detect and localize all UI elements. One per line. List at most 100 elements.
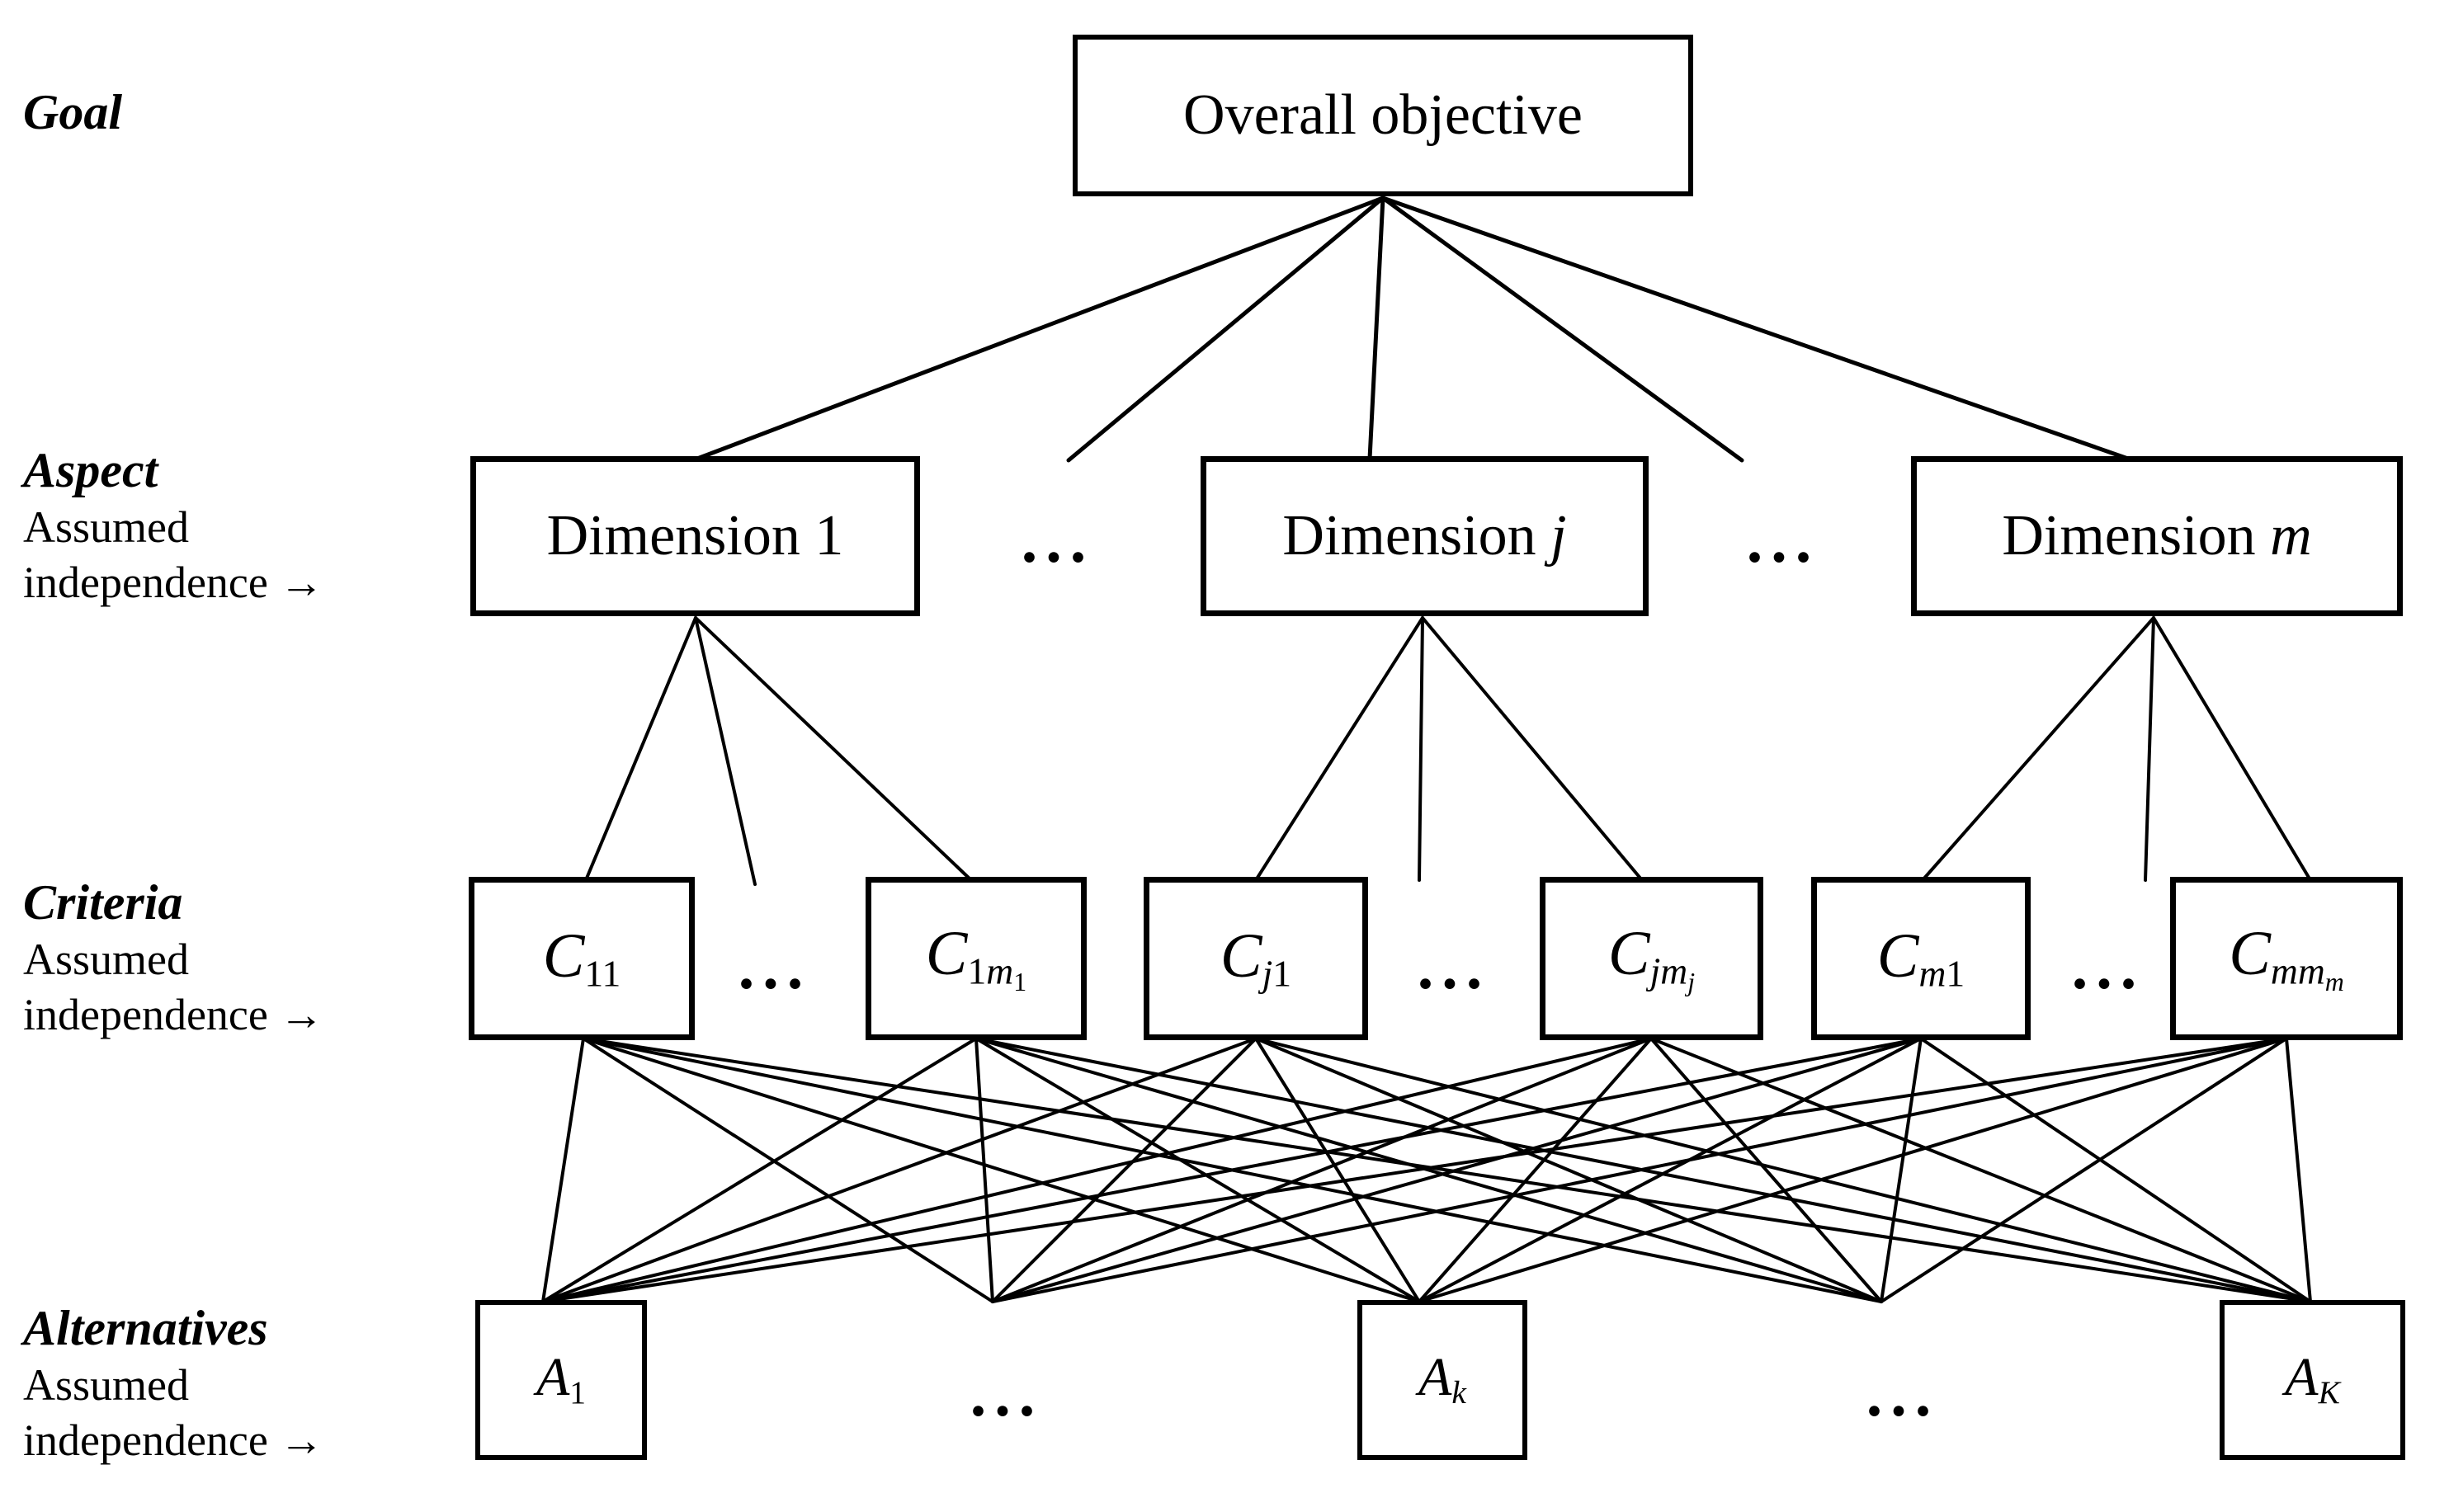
row-label-criteria-heading: Criteria bbox=[23, 875, 183, 930]
label-segment: Dimension bbox=[2002, 504, 2271, 568]
node-label-goal: Overall objective bbox=[1183, 87, 1583, 144]
edge-cm1-bottom-to-a1-top bbox=[541, 1037, 1923, 1303]
edge-cmmm-bottom-to-alt-gap-left bbox=[991, 1037, 2288, 1303]
edge-cj1-bottom-to-aK-top bbox=[1254, 1037, 2312, 1303]
row-label-alternatives-line-2: independence → bbox=[23, 1415, 324, 1465]
label-segment: Overall objective bbox=[1183, 83, 1583, 147]
node-box-dimm: Dimension m bbox=[1911, 456, 2403, 616]
edge-goal-bottom-to-dim-gap-right bbox=[1380, 195, 1744, 463]
label-segment: m bbox=[2324, 967, 2344, 996]
row-label-criteria-line-2: independence → bbox=[23, 990, 324, 1039]
node-box-ak: Ak bbox=[1357, 1300, 1527, 1460]
edge-cjmj-bottom-to-alt-gap-left bbox=[991, 1037, 1653, 1303]
ellipsis-dots-dim-2: ... bbox=[1746, 504, 1820, 576]
edge-dimj-bottom-to-cj1-top bbox=[1254, 616, 1424, 882]
node-box-c1m1: C1m1 bbox=[866, 877, 1087, 1040]
row-label-criteria: Criteria Assumed independence → bbox=[23, 873, 323, 1043]
edge-cmmm-bottom-to-alt-gap-right bbox=[1880, 1037, 2288, 1303]
edge-c11-bottom-to-aK-top bbox=[582, 1037, 2312, 1303]
row-label-goal: Goal bbox=[23, 82, 122, 142]
ellipsis-dots-alt-2: ... bbox=[1866, 1358, 1940, 1430]
label-segment: k bbox=[1451, 1374, 1466, 1411]
edge-c1m1-bottom-to-ak-top bbox=[974, 1037, 1421, 1303]
node-label-c1m1: C1m1 bbox=[926, 922, 1026, 996]
label-segment: mm bbox=[2270, 949, 2325, 992]
node-label-aK: AK bbox=[2285, 1350, 2340, 1409]
label-segment: 1 bbox=[1946, 952, 1965, 995]
label-segment: m bbox=[2270, 504, 2312, 568]
edge-cm1-bottom-to-alt-gap-left bbox=[991, 1037, 1923, 1303]
edge-cm1-bottom-to-alt-gap-right bbox=[1880, 1037, 1923, 1303]
edge-cjmj-bottom-to-ak-top bbox=[1418, 1037, 1653, 1303]
edge-cmmm-bottom-to-aK-top bbox=[2285, 1037, 2312, 1303]
ellipsis-dots-cr-3: ... bbox=[2071, 930, 2145, 1002]
edge-c1m1-bottom-to-alt-gap-left bbox=[974, 1037, 994, 1303]
edge-cj1-bottom-to-alt-gap-right bbox=[1254, 1037, 1883, 1303]
label-segment: j bbox=[1687, 967, 1696, 996]
node-box-aK: AK bbox=[2220, 1300, 2405, 1460]
label-segment: 11 bbox=[584, 952, 621, 995]
ellipsis-dots-alt-1: ... bbox=[970, 1358, 1044, 1430]
row-label-criteria-line-1: Assumed bbox=[23, 935, 189, 984]
label-segment: C bbox=[1876, 921, 1919, 991]
row-label-alternatives: Alternatives Assumed independence → bbox=[23, 1298, 323, 1468]
edge-c1m1-bottom-to-alt-gap-right bbox=[974, 1037, 1883, 1303]
label-segment: C bbox=[1607, 918, 1650, 988]
edge-cmmm-bottom-to-ak-top bbox=[1418, 1037, 2288, 1303]
label-segment: A bbox=[536, 1347, 570, 1408]
row-label-aspect-heading: Aspect bbox=[23, 443, 158, 497]
label-segment: j bbox=[1550, 504, 1567, 568]
edge-goal-bottom-to-dimm-top bbox=[1380, 195, 2130, 461]
row-label-alternatives-line-1: Assumed bbox=[23, 1360, 189, 1410]
label-segment: A bbox=[1418, 1347, 1452, 1408]
edge-dimm-bottom-to-cm1-top bbox=[1921, 616, 2155, 882]
label-segment: C bbox=[2229, 918, 2271, 988]
edge-dimj-bottom-to-cjmj-top bbox=[1421, 616, 1644, 882]
edge-cj1-bottom-to-alt-gap-left bbox=[991, 1037, 1258, 1303]
node-label-cj1: Cj1 bbox=[1220, 925, 1291, 992]
edge-cjmj-bottom-to-a1-top bbox=[541, 1037, 1653, 1303]
edge-cm1-bottom-to-ak-top bbox=[1418, 1037, 1923, 1303]
node-box-cj1: Cj1 bbox=[1144, 877, 1368, 1040]
edge-cj1-bottom-to-a1-top bbox=[541, 1037, 1258, 1303]
edge-cj1-bottom-to-ak-top bbox=[1254, 1037, 1421, 1303]
label-segment: 1 bbox=[1272, 952, 1292, 995]
node-label-cmmm: Cmmm bbox=[2229, 922, 2344, 996]
node-label-dimj: Dimension j bbox=[1282, 507, 1566, 565]
row-label-goal-heading: Goal bbox=[23, 85, 122, 139]
edge-dim1-bottom-to-c11-top bbox=[584, 616, 697, 882]
edge-dimm-bottom-to-cr-gap-3 bbox=[2144, 616, 2155, 882]
label-segment: K bbox=[2318, 1374, 2340, 1411]
node-label-c11: C11 bbox=[543, 925, 621, 992]
node-label-cjmj: Cjmj bbox=[1608, 922, 1695, 996]
node-label-cm1: Cm1 bbox=[1877, 925, 1965, 992]
row-label-aspect: Aspect Assumed independence → bbox=[23, 440, 323, 610]
ellipsis-dots-dim-1: ... bbox=[1021, 504, 1095, 576]
label-segment: C bbox=[1220, 921, 1262, 991]
edge-dim1-bottom-to-cr-gap-1 bbox=[694, 616, 757, 886]
row-label-aspect-line-2: independence → bbox=[23, 558, 324, 607]
node-box-goal: Overall objective bbox=[1073, 35, 1693, 196]
ellipsis-dots-cr-1: ... bbox=[738, 930, 812, 1002]
edge-dimj-bottom-to-cr-gap-2 bbox=[1418, 616, 1424, 882]
ellipsis-dots-cr-2: ... bbox=[1417, 930, 1491, 1002]
edge-cmmm-bottom-to-a1-top bbox=[541, 1037, 2288, 1303]
edge-c11-bottom-to-alt-gap-left bbox=[582, 1037, 994, 1303]
node-label-ak: Ak bbox=[1418, 1350, 1466, 1409]
node-label-a1: A1 bbox=[536, 1350, 586, 1409]
label-segment: jm bbox=[1649, 949, 1688, 992]
row-label-aspect-line-1: Assumed bbox=[23, 502, 189, 552]
label-segment: C bbox=[542, 921, 585, 991]
label-segment: j bbox=[1262, 952, 1273, 995]
edge-c11-bottom-to-a1-top bbox=[541, 1037, 585, 1303]
edge-c1m1-bottom-to-a1-top bbox=[541, 1037, 978, 1303]
label-segment: 1 bbox=[1013, 967, 1027, 996]
node-box-c11: C11 bbox=[469, 877, 695, 1040]
node-box-cmmm: Cmmm bbox=[2170, 877, 2403, 1040]
label-segment: m bbox=[1918, 952, 1946, 995]
label-segment: Dimension 1 bbox=[546, 504, 844, 568]
node-box-cm1: Cm1 bbox=[1811, 877, 2031, 1040]
node-box-cjmj: Cjmj bbox=[1540, 877, 1763, 1040]
node-box-dimj: Dimension j bbox=[1201, 456, 1649, 616]
